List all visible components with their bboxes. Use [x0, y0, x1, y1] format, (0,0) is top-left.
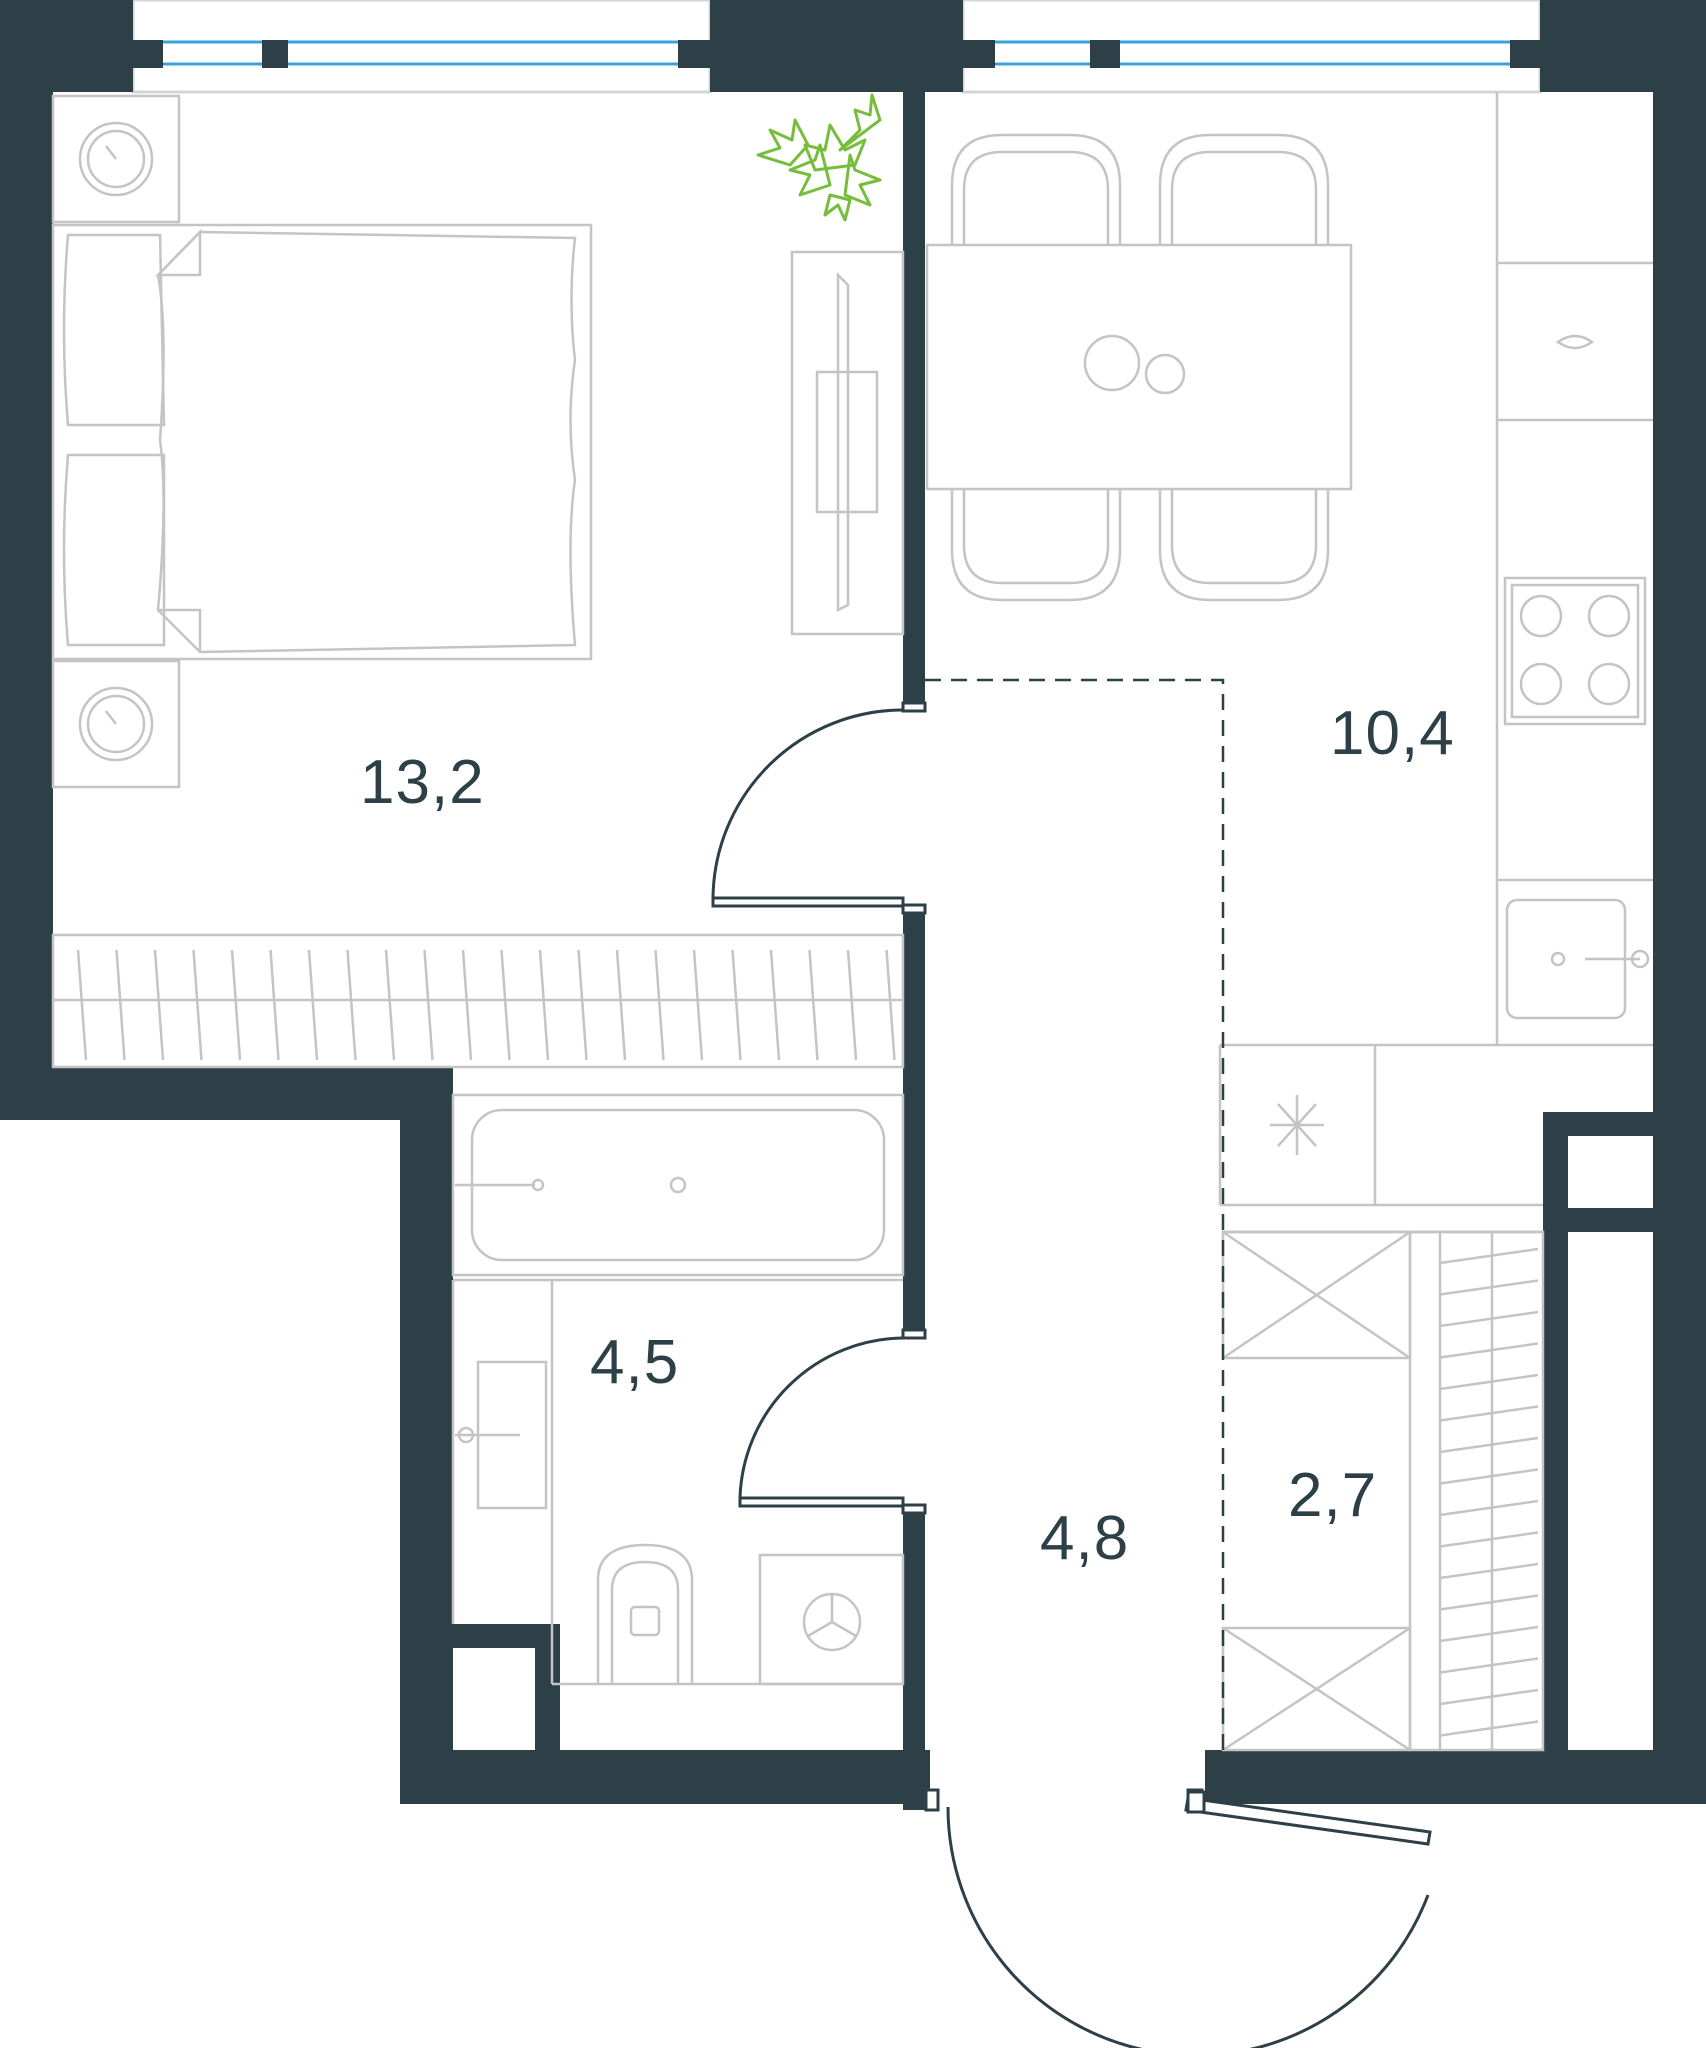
hanger-line — [230, 949, 242, 1061]
shelf-line — [1439, 1468, 1539, 1485]
shelf-line — [1439, 1688, 1539, 1706]
hanger-line — [538, 949, 550, 1061]
area-label-storage: 2,7 — [1288, 1461, 1378, 1530]
hanger-line — [269, 949, 280, 1061]
hanger-line — [461, 949, 473, 1061]
plant-icon — [756, 93, 882, 222]
shelf-line — [1439, 1247, 1539, 1265]
washbasin-icon — [455, 1360, 548, 1510]
shelving-icon — [1408, 1230, 1545, 1752]
nightstand-icon — [51, 94, 181, 224]
hanger-line — [692, 949, 704, 1061]
shelf-line — [1439, 1720, 1539, 1737]
shelf-line — [1439, 1625, 1539, 1643]
chair-icon — [950, 489, 1122, 602]
door-icon — [711, 700, 927, 915]
walls — [0, 0, 1706, 1810]
window-icon — [961, 0, 1542, 94]
sink-icon — [1505, 898, 1650, 1020]
bed-icon — [51, 223, 593, 661]
shelf-line — [1439, 1657, 1539, 1674]
shelf-line — [1439, 1562, 1539, 1580]
kitchen-counter — [1218, 92, 1653, 1207]
hanger-line — [153, 949, 165, 1061]
chair-icon — [950, 133, 1122, 245]
area-label-bedroom: 13,2 — [360, 748, 485, 817]
wardrobe-icon — [51, 933, 905, 1069]
hanger-line — [423, 949, 434, 1061]
area-label-kitchen: 10,4 — [1330, 699, 1455, 768]
shelf-line — [1439, 1342, 1539, 1359]
shelf-line — [1439, 1310, 1539, 1328]
hanger-line — [346, 949, 357, 1061]
hanger-line — [615, 949, 627, 1061]
shelf-line — [1439, 1279, 1539, 1296]
fridge-icon — [1270, 1095, 1324, 1155]
shelf-line — [1439, 1531, 1539, 1548]
shelf-line — [1439, 1405, 1539, 1422]
hanger-line — [654, 949, 665, 1061]
hanger-line — [577, 949, 588, 1061]
nightstand-icon — [51, 659, 181, 789]
window-icon — [131, 0, 712, 94]
hanger-line — [192, 949, 203, 1061]
zone-boundary — [925, 678, 1225, 1750]
area-label-hallway: 4,8 — [1040, 1504, 1130, 1573]
dining-table-icon — [925, 243, 1353, 491]
washing-machine-icon — [758, 1553, 905, 1686]
shelf-line — [1439, 1373, 1539, 1391]
closet-icon — [1221, 1230, 1543, 1752]
hanger-line — [885, 949, 896, 1061]
door-icon — [738, 1328, 927, 1515]
hanger-line — [500, 949, 511, 1061]
hanger-line — [307, 949, 319, 1061]
hanger-line — [76, 949, 88, 1061]
hanger-line — [384, 949, 396, 1061]
shelf-line — [1439, 1436, 1539, 1454]
chair-icon — [1158, 489, 1330, 602]
chair-icon — [1158, 133, 1330, 245]
hanger-line — [846, 949, 858, 1061]
area-label-bathroom: 4,5 — [590, 1328, 680, 1397]
toilet-icon — [596, 1543, 694, 1684]
shelf-line — [1439, 1499, 1539, 1517]
door-icon — [924, 1788, 1432, 2048]
hanger-line — [769, 949, 781, 1061]
hanger-line — [808, 949, 819, 1061]
bathtub-icon — [451, 1093, 905, 1277]
shelf-line — [1439, 1594, 1539, 1611]
hanger-line — [115, 949, 126, 1061]
hanger-line — [731, 949, 742, 1061]
tv-stand-icon — [790, 250, 905, 636]
cooktop-icon — [1503, 576, 1647, 726]
